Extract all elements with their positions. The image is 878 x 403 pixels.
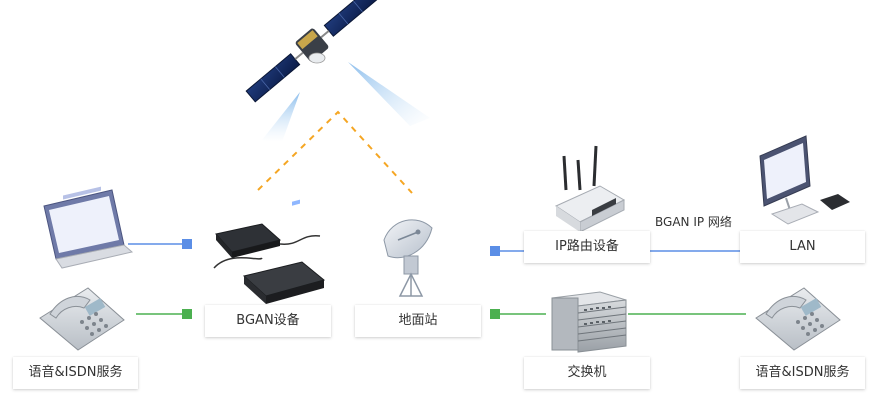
satellite-link xyxy=(257,110,413,194)
ground-station-icon xyxy=(383,219,433,297)
phone-icon-left xyxy=(39,287,125,351)
bgan-ip-network-label: BGAN IP 网络 xyxy=(655,215,732,229)
port-marker-blue-right xyxy=(490,246,500,256)
port-marker-green xyxy=(182,309,192,319)
bgan-device-label: BGAN设备 xyxy=(205,305,331,337)
laptop-icon xyxy=(43,186,134,269)
ip-router-label: IP路由设备 xyxy=(524,231,650,263)
lan-label: LAN xyxy=(740,231,865,263)
port-marker-blue xyxy=(182,239,192,249)
satellite-icon xyxy=(245,0,430,142)
switch-icon xyxy=(551,291,627,353)
port-marker-green-right xyxy=(490,309,500,319)
switch-label: 交换机 xyxy=(524,357,650,389)
voice-isdn-label-right: 语音&ISDN服务 xyxy=(740,357,865,389)
phone-icon-right xyxy=(755,287,841,351)
router-icon xyxy=(554,145,626,233)
voice-isdn-label-left: 语音&ISDN服务 xyxy=(13,357,138,389)
lan-computer-icon xyxy=(759,135,850,225)
bgan-device-icon xyxy=(213,199,326,304)
ground-station-label: 地面站 xyxy=(355,305,481,337)
